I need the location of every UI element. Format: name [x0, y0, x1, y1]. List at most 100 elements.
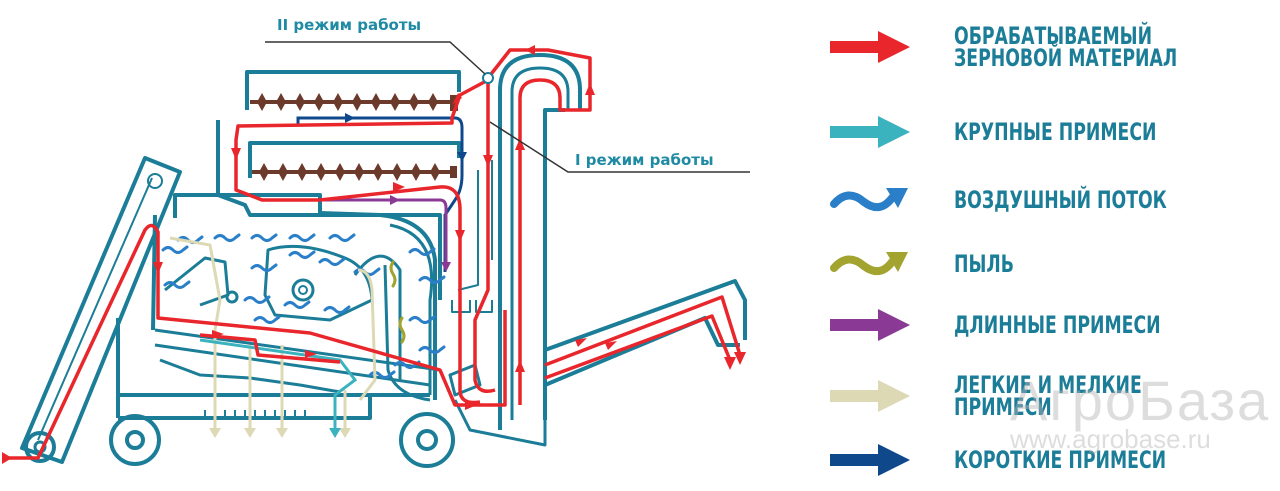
- rear-wheel: [109, 414, 161, 466]
- conveyor-bottom-pulley: [24, 431, 56, 463]
- pivot: [225, 290, 239, 304]
- frame-lower: [116, 318, 430, 420]
- conveyor-inner-line: [37, 177, 153, 441]
- legend-item-dust: ПЫЛЬ: [828, 244, 1037, 284]
- auger-tooth: [257, 93, 267, 111]
- legend-label: КОРОТКИЕ ПРИМЕСИ: [954, 446, 1167, 474]
- light-riser: [357, 268, 377, 401]
- grain-arrow-elevator: [515, 138, 525, 150]
- grain-arrow-into-sieve: [452, 93, 462, 105]
- legend-item-coarse: КРУПНЫЕ ПРИМЕСИ: [828, 112, 1235, 152]
- grain-outlet-2: [544, 314, 732, 380]
- upper-sieve-box: [245, 70, 461, 110]
- auger-tooth: [430, 163, 440, 181]
- legend-item-air: ВОЗДУШНЫЙ ПОТОК: [828, 180, 1250, 220]
- mode-1-leader: [489, 121, 750, 173]
- auger-tooth: [354, 163, 364, 181]
- grain-arrow-bottom: [465, 400, 477, 410]
- front-wheel: [399, 412, 455, 468]
- light-arrowheads: [209, 428, 351, 438]
- fan-hub: [298, 285, 308, 295]
- mode-2-label: II режим работы: [277, 16, 421, 34]
- olive-wavy-arrow-icon: [830, 252, 908, 276]
- mode-2-leader: [265, 41, 486, 75]
- grain-arrow-input: [2, 452, 12, 464]
- elevator-base: [453, 399, 547, 447]
- auger-tooth: [259, 163, 269, 181]
- navy-straight-arrow-icon: [830, 444, 910, 476]
- coarse-impurities-flow: [199, 338, 358, 428]
- grain-arrow-mid: [393, 182, 405, 192]
- air-wave: [328, 233, 356, 242]
- chamber-floor: [151, 214, 157, 331]
- legend-item-light: ЛЕГКИЕ И МЕЛКИЕ ПРИМЕСИ: [828, 371, 1280, 421]
- grain-elevator-up: [486, 48, 592, 405]
- auger-tooth: [278, 163, 288, 181]
- watermark-url: www.agrobase.ru: [1010, 424, 1211, 454]
- air-wave: [253, 315, 281, 324]
- rear-wheel-hub: [125, 430, 145, 450]
- collector-walls: [451, 300, 493, 313]
- air-wave: [243, 295, 271, 304]
- grain-arrow-right-down: [455, 230, 465, 242]
- auger-tooth: [333, 93, 343, 111]
- grain-arrow-out-end-2: [724, 357, 736, 370]
- legend-item-long: ДЛИННЫЕ ПРИМЕСИ: [828, 305, 1241, 345]
- auger-tooth: [316, 163, 326, 181]
- beige-straight-arrow-icon: [830, 380, 910, 412]
- grain-arrow-elevator-low: [515, 360, 525, 372]
- dust-wave-1: [389, 260, 397, 288]
- auger-tooth: [297, 163, 307, 181]
- auger-tooth: [335, 163, 345, 181]
- grain-arrow-outlet-1: [575, 338, 587, 347]
- grain-mode1-down: [473, 80, 496, 393]
- watermark-brand: АгроБаза: [1010, 369, 1271, 432]
- light-impurities-flow: [169, 236, 377, 430]
- legend-label: ВОЗДУШНЫЙ ПОТОК: [954, 186, 1167, 214]
- base-chute: [448, 363, 482, 397]
- grain-arrow-out-end-1: [734, 352, 746, 365]
- grain-arrow-right-riser: [585, 83, 595, 95]
- grain-cleaner-diagram: II режим работы I режим работы: [2, 16, 750, 468]
- coarse-arrowhead: [329, 428, 341, 438]
- lower-sieve-box: [248, 141, 461, 178]
- auger-tooth: [409, 93, 419, 111]
- auger-tooth: [373, 163, 383, 181]
- teal-straight-arrow-icon: [830, 116, 910, 148]
- short-arrowhead-2: [457, 152, 467, 162]
- grain-outlet-1: [544, 295, 742, 367]
- red-straight-arrow-icon: [830, 31, 910, 63]
- legend-label: ЛЕГКИЕ И МЕЛКИЕ ПРИМЕСИ: [954, 371, 1142, 421]
- auger-tooth: [352, 93, 362, 111]
- mode-1-label: I режим работы: [575, 151, 714, 169]
- fan-housing: [263, 244, 374, 322]
- outlet-chute-top: [544, 279, 747, 352]
- lower-auger: [252, 163, 457, 181]
- air-wave: [161, 245, 189, 254]
- conveyor-top-pulley: [147, 173, 163, 189]
- air-wave: [288, 250, 316, 259]
- upper-auger: [250, 93, 458, 111]
- air-wave: [408, 247, 436, 256]
- air-wave: [213, 233, 241, 242]
- air-wave: [288, 233, 316, 242]
- short-arrowhead-1: [345, 113, 355, 123]
- air-wave: [283, 300, 311, 309]
- auger-tooth: [392, 163, 402, 181]
- settling-chamber: [389, 223, 434, 395]
- elevator-outer: [498, 53, 582, 430]
- legend-label: ДЛИННЫЕ ПРИМЕСИ: [954, 311, 1161, 339]
- auger-tooth: [371, 93, 381, 111]
- fan-rotor: [291, 278, 315, 302]
- auger-tooth: [295, 93, 305, 111]
- grain-input: [2, 223, 507, 460]
- auger-tooth: [411, 163, 421, 181]
- guide-walls: [457, 160, 493, 291]
- switch-valve: [482, 72, 494, 84]
- auger-tooth: [390, 93, 400, 111]
- dust-wave-2: [398, 316, 406, 344]
- outlet-chute-bottom: [544, 316, 740, 387]
- air-wave: [163, 280, 191, 289]
- legend: ОБРАБАТЫВАЕМЫЙ ЗЕРНОВОЙ МАТЕРИАЛ КРУПНЫЕ…: [828, 0, 1280, 491]
- auger-tooth: [428, 93, 438, 111]
